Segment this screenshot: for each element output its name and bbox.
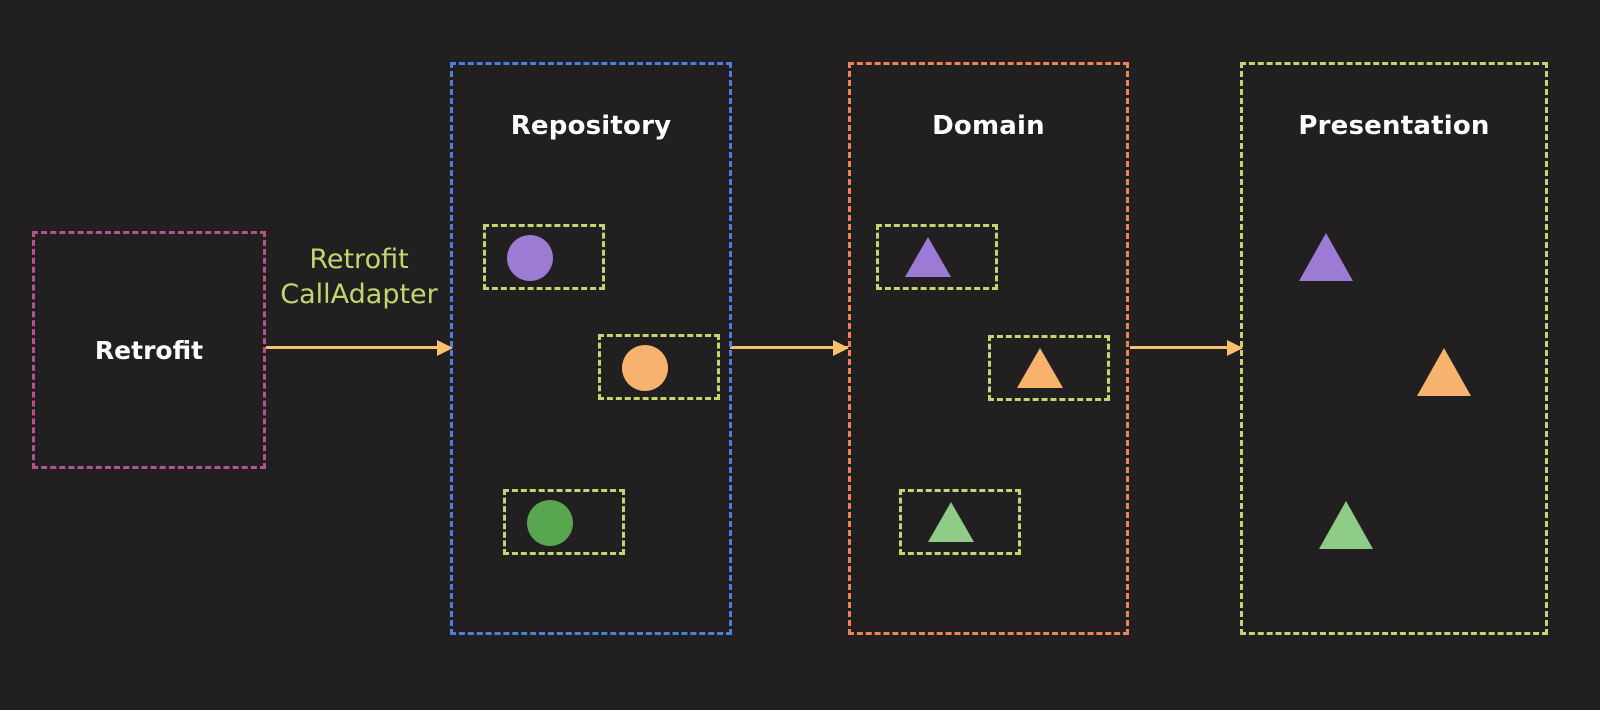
layer-repository: Repository — [450, 62, 732, 635]
retrofit-box: Retrofit — [32, 231, 266, 469]
repository-item-green-circle-icon — [527, 500, 573, 546]
layer-presentation: Presentation — [1240, 62, 1548, 635]
domain-item-purple-triangle-icon — [905, 237, 951, 277]
repository-item-purple-wrapper — [483, 224, 605, 290]
domain-item-purple-wrapper — [876, 224, 998, 290]
retrofit-calladapter-label: Retrofit CallAdapter — [280, 244, 438, 310]
layer-title-repository: Repository — [510, 111, 672, 141]
domain-item-green-wrapper — [899, 489, 1021, 555]
presentation-item-purple-triangle-icon — [1299, 233, 1353, 281]
layer-title-presentation: Presentation — [1298, 111, 1490, 141]
retrofit-box-label: Retrofit — [94, 336, 204, 365]
domain-item-green-triangle-icon — [928, 502, 974, 542]
arrow-domain-to-presentation — [1130, 346, 1242, 349]
domain-item-orange-triangle-icon — [1017, 348, 1063, 388]
repository-item-green-wrapper — [503, 489, 625, 555]
presentation-item-orange-triangle-icon — [1417, 348, 1471, 396]
domain-item-orange-wrapper — [988, 335, 1110, 401]
layer-domain: Domain — [848, 62, 1129, 635]
presentation-item-green-triangle-icon — [1319, 501, 1373, 549]
repository-item-orange-circle-icon — [622, 345, 668, 391]
layer-title-domain: Domain — [932, 111, 1045, 141]
arrow-repository-to-domain — [730, 346, 848, 349]
repository-item-orange-wrapper — [598, 334, 720, 400]
repository-item-purple-circle-icon — [507, 235, 553, 281]
arrow-retrofit-to-repository — [266, 346, 452, 349]
